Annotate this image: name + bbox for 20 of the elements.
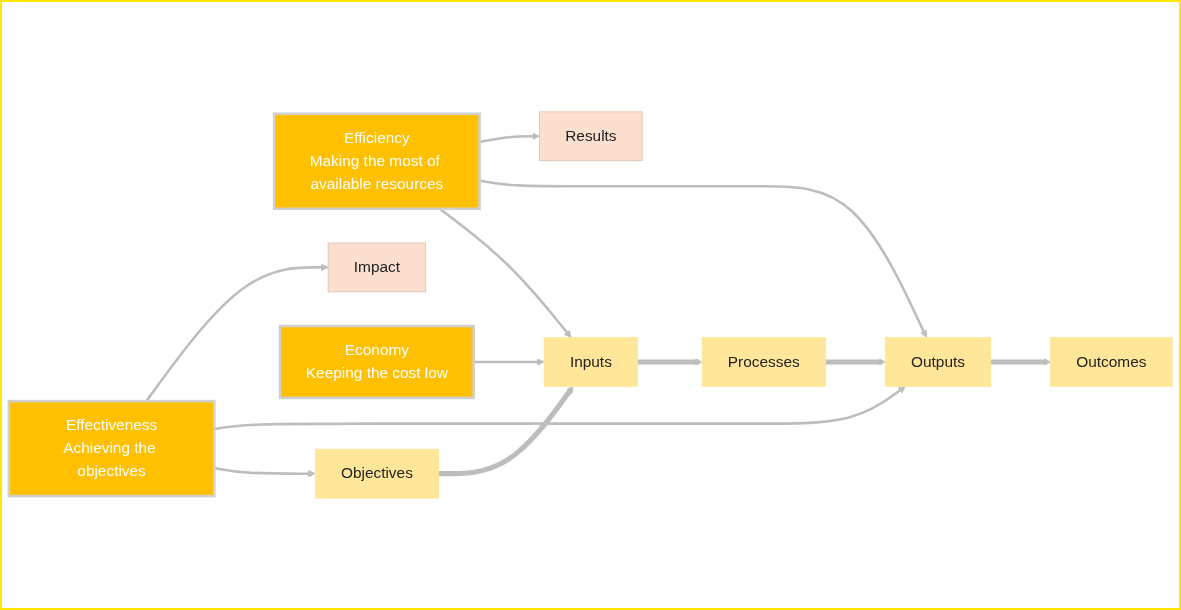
arrow (145, 263, 329, 402)
arrow (214, 386, 906, 431)
arrow (479, 179, 928, 338)
node-box: Economy Keeping the cost low (278, 324, 475, 400)
arrow (825, 358, 886, 366)
arrow (473, 358, 545, 366)
node-box: Impact (327, 242, 427, 293)
node-box: Efficiency Making the most of available resources (272, 112, 481, 211)
node-box: Outcomes (1050, 337, 1173, 387)
arrow (637, 358, 703, 366)
node-box: Effectiveness Achieving the objectives (7, 399, 216, 498)
arrow (214, 466, 316, 478)
node-box: Processes (701, 337, 826, 387)
node-box: Outputs (884, 337, 992, 387)
node-box: Results (539, 111, 643, 162)
node-box: Objectives (314, 448, 439, 499)
arrow (990, 358, 1051, 366)
node-box: Inputs (543, 337, 638, 387)
arrow (479, 132, 540, 144)
arrow (438, 386, 574, 477)
